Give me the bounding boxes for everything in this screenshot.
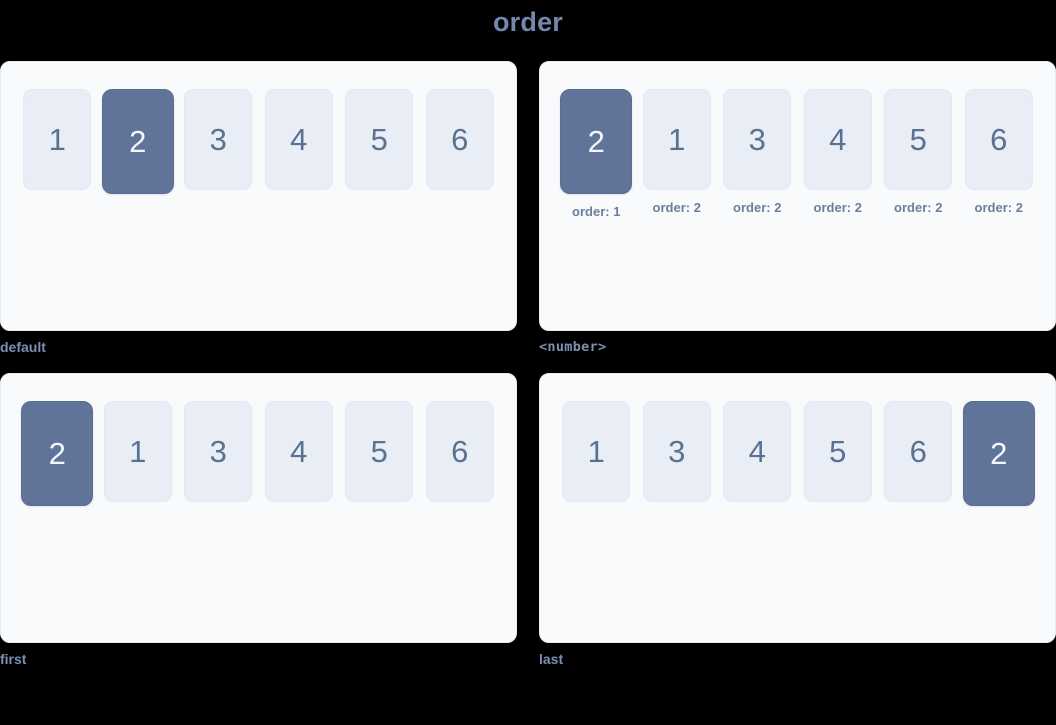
demo-cell-last: 1 3 4 5 6 2: [539, 373, 1056, 671]
item-box[interactable]: 3: [642, 401, 711, 502]
demo-panel-first: 2 1 3 4 5 6: [0, 373, 517, 643]
order-label: order: 2: [733, 200, 782, 215]
item-box[interactable]: 6: [425, 89, 494, 190]
list-item[interactable]: 5 order: 2: [878, 89, 959, 216]
list-item[interactable]: 1: [17, 89, 98, 190]
demo-caption: default: [0, 339, 46, 355]
demo-panel-default: 1 2 3 4 5 6: [0, 61, 517, 331]
demo-caption: <number>: [539, 339, 607, 355]
list-item[interactable]: 6 order: 2: [959, 89, 1040, 216]
list-item[interactable]: 2: [98, 89, 179, 194]
demo-panel-last: 1 3 4 5 6 2: [539, 373, 1056, 643]
list-item[interactable]: 5: [339, 401, 420, 502]
list-item[interactable]: 4: [717, 401, 798, 502]
demo-cell-first: 2 1 3 4 5 6: [0, 373, 517, 671]
list-item[interactable]: 3: [637, 401, 718, 502]
order-label: order: 2: [894, 200, 943, 215]
demo-cell-default: 1 2 3 4 5 6: [0, 61, 517, 359]
demo-cell-number: 2 order: 1 1 order: 2 3 order: 2 4 order…: [539, 61, 1056, 359]
item-box-highlighted[interactable]: 2: [962, 401, 1035, 506]
item-box[interactable]: 5: [884, 89, 953, 190]
item-box[interactable]: 4: [264, 401, 333, 502]
list-item[interactable]: 5: [339, 89, 420, 190]
demo-caption: last: [539, 651, 564, 667]
list-item[interactable]: 6: [878, 401, 959, 502]
item-box[interactable]: 5: [345, 89, 414, 190]
list-item[interactable]: 1 order: 2: [637, 89, 718, 216]
list-item[interactable]: 3: [178, 89, 259, 190]
item-box[interactable]: 3: [723, 89, 792, 190]
list-item[interactable]: 2 order: 1: [556, 89, 637, 220]
item-box[interactable]: 1: [103, 401, 172, 502]
item-box-highlighted[interactable]: 2: [560, 89, 633, 194]
order-label: order: 2: [813, 200, 862, 215]
items-row: 2 order: 1 1 order: 2 3 order: 2 4 order…: [556, 89, 1039, 220]
item-box[interactable]: 1: [562, 401, 631, 502]
item-box[interactable]: 6: [425, 401, 494, 502]
item-box[interactable]: 4: [264, 89, 333, 190]
item-box[interactable]: 1: [23, 89, 92, 190]
order-label: order: 1: [572, 204, 621, 219]
list-item[interactable]: 2: [959, 401, 1040, 506]
item-box[interactable]: 6: [964, 89, 1033, 190]
items-row: 1 2 3 4 5 6: [17, 89, 500, 194]
items-row: 2 1 3 4 5 6: [17, 401, 500, 506]
list-item[interactable]: 3 order: 2: [717, 89, 798, 216]
item-box[interactable]: 5: [345, 401, 414, 502]
order-label: order: 2: [652, 200, 701, 215]
item-box[interactable]: 5: [803, 401, 872, 502]
list-item[interactable]: 6: [420, 89, 501, 190]
demo-caption: first: [0, 651, 27, 667]
list-item[interactable]: 2: [17, 401, 98, 506]
list-item[interactable]: 6: [420, 401, 501, 502]
item-box[interactable]: 3: [184, 89, 253, 190]
item-box-highlighted[interactable]: 2: [101, 89, 174, 194]
demo-grid: 1 2 3 4 5 6: [0, 61, 1056, 681]
page-title: order: [492, 7, 564, 37]
list-item[interactable]: 4 order: 2: [798, 89, 879, 216]
item-box[interactable]: 4: [803, 89, 872, 190]
list-item[interactable]: 5: [798, 401, 879, 502]
list-item[interactable]: 1: [556, 401, 637, 502]
list-item[interactable]: 3: [178, 401, 259, 502]
item-box[interactable]: 1: [642, 89, 711, 190]
list-item[interactable]: 4: [259, 89, 340, 190]
items-row: 1 3 4 5 6 2: [556, 401, 1039, 506]
item-box[interactable]: 4: [723, 401, 792, 502]
demo-panel-number: 2 order: 1 1 order: 2 3 order: 2 4 order…: [539, 61, 1056, 331]
list-item[interactable]: 1: [98, 401, 179, 502]
item-box[interactable]: 6: [884, 401, 953, 502]
list-item[interactable]: 4: [259, 401, 340, 502]
item-box-highlighted[interactable]: 2: [21, 401, 94, 506]
item-box[interactable]: 3: [184, 401, 253, 502]
order-label: order: 2: [974, 200, 1023, 215]
